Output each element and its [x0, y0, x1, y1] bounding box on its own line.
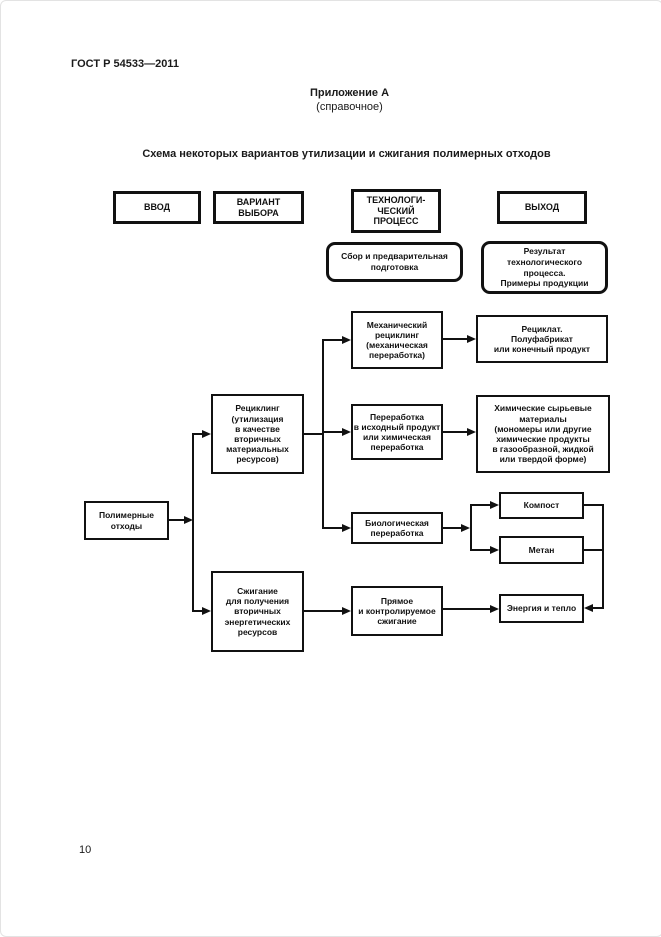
connector-biological-out-line	[443, 527, 461, 529]
arrow-into-incineration	[202, 607, 211, 615]
legend-box-result: Результат технологического процесса. При…	[481, 241, 608, 294]
arrow-into-energy	[490, 605, 499, 613]
diagram-title: Схема некоторых вариантов утилизации и с…	[142, 148, 551, 160]
appendix-label: Приложение А	[309, 87, 390, 99]
legend-box-choice-option: ВАРИАНТ ВЫБОРА	[213, 191, 304, 224]
node-chemical-raw-materials: Химические сырьевые материалы (мономеры …	[476, 395, 610, 473]
node-compost: Компост	[499, 492, 584, 519]
connector-mid-branch-vline	[322, 339, 324, 529]
standard-number: ГОСТ Р 54533—2011	[71, 58, 179, 70]
node-polymer-waste: Полимерные отходы	[84, 501, 169, 540]
node-biological-processing: Биологическая переработка	[351, 512, 443, 544]
arrow-into-energy-right	[584, 604, 593, 612]
connector-recycling-out-line	[304, 433, 324, 435]
node-incineration: Сжигание для получения вторичных энергет…	[211, 571, 304, 652]
connector-to-compost-line	[470, 504, 490, 506]
connector-right-loop-vline	[602, 504, 604, 609]
page-number: 10	[79, 844, 92, 856]
connector-polymer-out-line	[169, 519, 185, 521]
connector-to-feedstock-line	[322, 431, 342, 433]
node-feedstock-processing: Переработка в исходный продукт или химич…	[351, 404, 443, 460]
node-recyclate: Рециклат. Полуфабрикат или конечный прод…	[476, 315, 608, 363]
connector-compost-out-line	[584, 504, 604, 506]
arrow-polymer-to-branch	[184, 516, 193, 524]
appendix-type: (справочное)	[316, 101, 383, 113]
arrow-into-recycling	[202, 430, 211, 438]
connector-to-mechanical-line	[322, 339, 342, 341]
connector-mechanical-to-recyclate-line	[443, 338, 467, 340]
connector-to-biological-line	[322, 527, 342, 529]
connector-bio-branch-vline	[470, 505, 472, 551]
node-energy-heat: Энергия и тепло	[499, 594, 584, 623]
connector-feedstock-to-chemical-line	[443, 431, 467, 433]
arrow-into-mechanical	[342, 336, 351, 344]
connector-to-methane-line	[470, 549, 490, 551]
legend-box-output: ВЫХОД	[497, 191, 587, 224]
arrow-into-recyclate	[467, 335, 476, 343]
connector-direct-to-energy-line	[443, 608, 490, 610]
node-mechanical-recycling: Механический рециклинг (механическая пер…	[351, 311, 443, 369]
connector-methane-out-line	[584, 549, 604, 551]
node-methane: Метан	[499, 536, 584, 564]
arrow-into-methane	[490, 546, 499, 554]
connector-incineration-to-direct-line	[304, 610, 342, 612]
connector-loop-to-energy-line	[593, 607, 604, 609]
legend-box-input: ВВОД	[113, 191, 201, 224]
arrow-into-chemical-raw	[467, 428, 476, 436]
connector-branch-to-incineration-line	[192, 610, 203, 612]
node-direct-burning: Прямое и контролируемое сжигание	[351, 586, 443, 636]
legend-box-collection: Сбор и предварительная подготовка	[326, 242, 463, 282]
connector-left-branch-vline	[192, 433, 194, 612]
arrow-into-feedstock	[342, 428, 351, 436]
legend-box-tech-process: ТЕХНОЛОГИ- ЧЕСКИЙ ПРОЦЕСС	[351, 189, 441, 233]
arrow-biological-to-branch	[461, 524, 470, 532]
arrow-into-compost	[490, 501, 499, 509]
arrow-into-biological	[342, 524, 351, 532]
arrow-into-direct-burning	[342, 607, 351, 615]
connector-branch-to-recycling-line	[192, 433, 203, 435]
node-recycling: Рециклинг (утилизация в качестве вторичн…	[211, 394, 304, 474]
